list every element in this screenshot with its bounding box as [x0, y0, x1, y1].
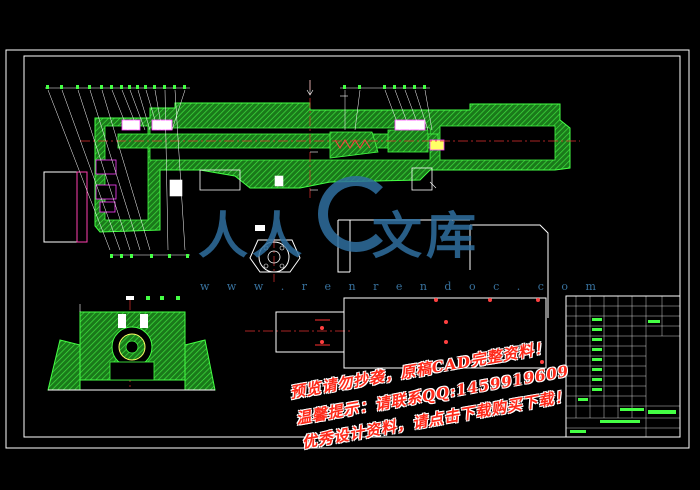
brand-url: w w w . r e n r e n d o c . c o m	[200, 280, 603, 293]
main-assembly	[94, 102, 571, 233]
brand-char-4: 库	[426, 207, 476, 265]
outer-frame	[5, 49, 690, 449]
inner-frame	[23, 55, 681, 438]
brand-char-2: 人	[252, 207, 302, 265]
brand-char-1: 人	[198, 207, 248, 265]
section-view-bottom-left	[47, 296, 216, 391]
title-block	[565, 295, 681, 438]
left-end-block	[43, 171, 78, 243]
flange-view	[249, 225, 301, 273]
brand-logo-icon	[318, 176, 394, 252]
plan-view	[275, 297, 547, 369]
brand-char-3: 文	[372, 207, 422, 265]
